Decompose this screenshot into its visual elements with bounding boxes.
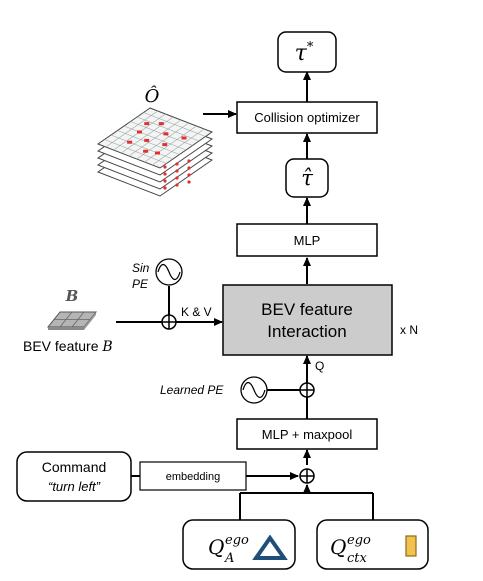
map-occupancy-mark: [158, 122, 164, 126]
q-label: Q: [315, 359, 324, 373]
q-ego-ctx-base: Q: [330, 535, 346, 559]
mlp-label: MLP: [294, 233, 321, 248]
sin-pe-wave-icon: [155, 258, 183, 286]
map-occupancy-mark: [163, 172, 167, 176]
map-occupancy-mark: [162, 143, 168, 147]
map-grid-line: [136, 122, 189, 160]
q-ego-a-sup: ego: [225, 533, 249, 548]
command-line2: “turn left”: [48, 479, 101, 494]
triangle-icon: [252, 534, 288, 560]
svg-text:Q: Q: [208, 535, 224, 559]
map-occupancy-mark: [163, 165, 167, 169]
map-grid-line: [152, 128, 205, 166]
command-line1: Command: [42, 459, 107, 475]
repeat-label: x N: [400, 323, 418, 337]
map-occupancy-mark: [163, 179, 167, 183]
sin-pe-line2: PE: [132, 277, 149, 291]
mlp-maxpool-box: MLP + maxpool: [236, 418, 378, 450]
map-occupancy-mark: [187, 166, 191, 170]
add-operator-command: [299, 468, 315, 484]
map-occupancy-mark: [175, 183, 179, 187]
map-occupancy-mark: [175, 169, 179, 173]
map-occupancy-mark: [144, 138, 150, 142]
bev-grid-icon: [46, 311, 98, 330]
add-operator-q: [299, 382, 315, 398]
q-ego-a-sub: A: [224, 551, 234, 566]
learned-pe-wave-icon: [240, 376, 268, 404]
tau-star-base: τ: [295, 41, 308, 66]
map-occupancy-mark: [137, 130, 142, 134]
map-occupancy-mark: [163, 132, 169, 136]
mlp-maxpool-label: MLP + maxpool: [262, 427, 353, 442]
map-occupancy-mark: [144, 122, 150, 126]
collision-optimizer-box: Collision optimizer: [236, 101, 378, 134]
bev-feature-label: BEV feature B: [23, 338, 113, 355]
map-grid-line: [104, 139, 167, 164]
bev-interaction-line2: Interaction: [267, 322, 346, 341]
tau-hat-node: τ̂: [285, 158, 329, 198]
b-symbol-label: B: [65, 287, 79, 305]
q-ego-ctx-sub: ctx: [347, 551, 368, 566]
tau-star-sup: *: [307, 40, 314, 55]
map-grid-line: [144, 125, 197, 163]
map-occupancy-mark: [175, 176, 179, 180]
tau-hat-label: τ̂: [301, 166, 313, 190]
mlp-box: MLP: [236, 223, 378, 257]
context-rect-icon: [405, 535, 417, 557]
add-operator-kv: [161, 314, 177, 330]
q-ego-a-node: Q ego A: [182, 519, 296, 570]
command-node: Command “turn left”: [16, 451, 132, 502]
map-grid-line: [123, 125, 187, 151]
map-occupancy-mark: [143, 149, 149, 153]
map-grid-line: [117, 130, 180, 155]
q-ego-a-base: Q: [208, 535, 224, 559]
q-ego-ctx-node: Q ego ctx: [316, 519, 429, 570]
collision-optimizer-label: Collision optimizer: [254, 110, 360, 125]
kv-label: K & V: [181, 305, 212, 319]
embedding-box: embedding: [139, 461, 247, 491]
svg-text:τ*: τ*: [295, 40, 314, 66]
map-occupancy-mark: [187, 180, 191, 184]
occupancy-map-stack-icon: [96, 107, 214, 197]
map-occupancy-mark: [175, 162, 179, 166]
map-occupancy-mark: [155, 151, 160, 155]
bev-interaction-box: BEV feature Interaction: [222, 284, 393, 356]
tau-star-node: τ*: [277, 31, 337, 73]
map-grid-line: [110, 134, 174, 160]
sin-pe-line1: Sin: [132, 261, 150, 275]
learned-pe-label: Learned PE: [160, 383, 224, 397]
svg-text:Q: Q: [330, 535, 346, 559]
bev-interaction-line1: BEV feature: [261, 300, 353, 319]
map-occupancy-mark: [187, 159, 191, 163]
map-occupancy-mark: [163, 186, 167, 190]
q-ego-ctx-sup: ego: [347, 533, 371, 548]
map-occupancy-mark: [127, 140, 133, 144]
map-occupancy-mark: [187, 173, 191, 177]
connectors: [116, 71, 374, 520]
o-hat-label: Ô: [145, 84, 160, 107]
embedding-label: embedding: [166, 471, 220, 483]
map-occupancy-mark: [181, 136, 187, 140]
